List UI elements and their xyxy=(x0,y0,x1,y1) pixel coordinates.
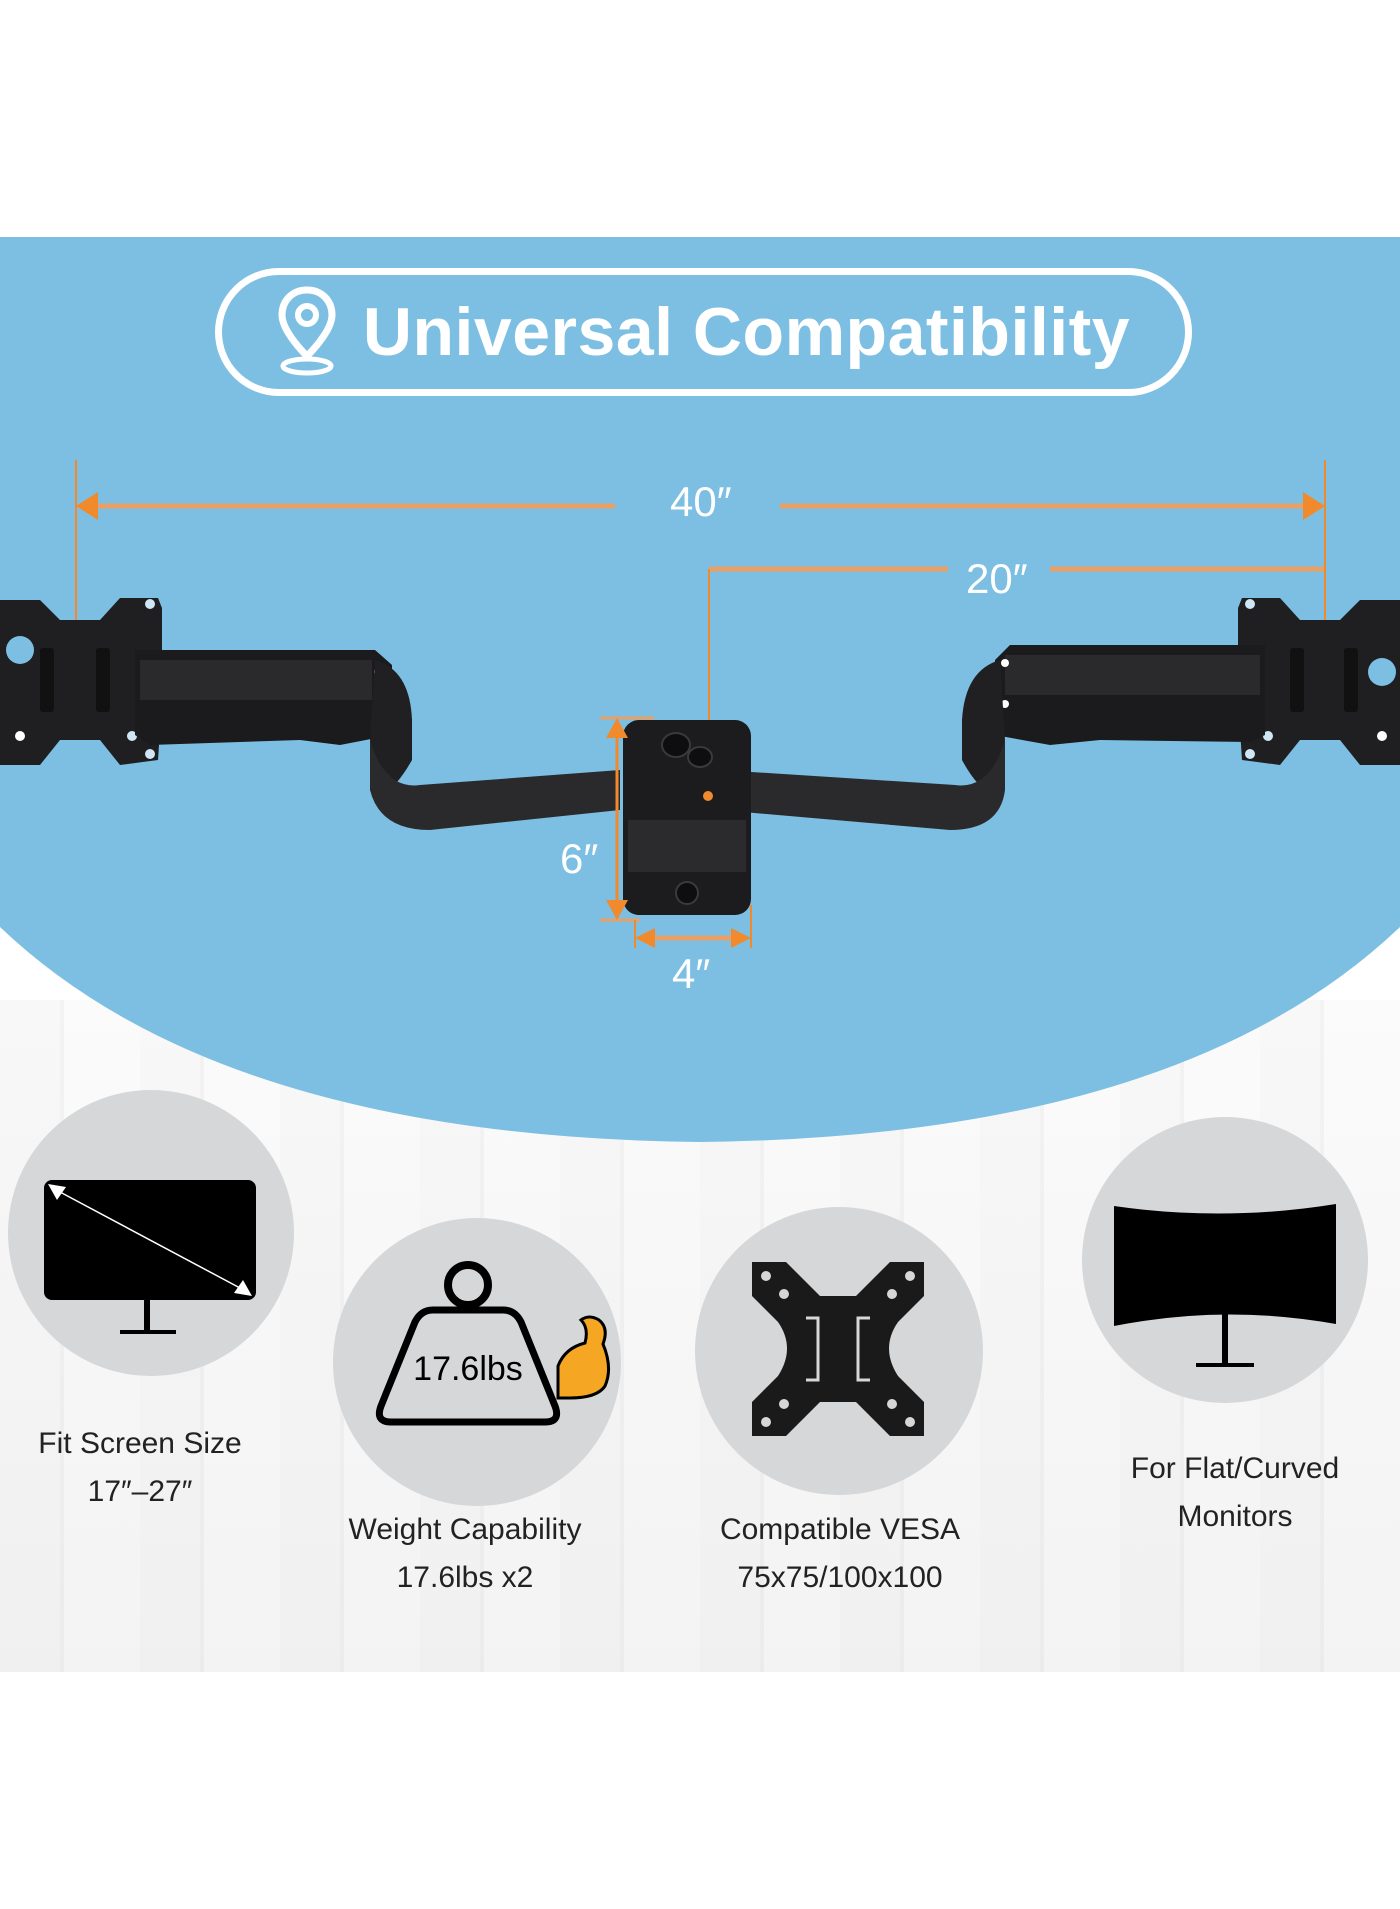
feature-value: 17.6lbs x2 xyxy=(396,1561,534,1594)
wall-plate xyxy=(623,720,751,915)
left-vesa-plate xyxy=(0,598,162,765)
feature-label: Fit Screen Size xyxy=(38,1427,242,1460)
dimension-arm-reach: 20″ xyxy=(966,555,1028,602)
right-arm xyxy=(720,645,1265,830)
hero-blue-background xyxy=(0,237,1400,1142)
feature-label: For Flat/Curved xyxy=(1130,1452,1340,1485)
vesa-plate-icon xyxy=(752,1262,924,1436)
hero-section xyxy=(0,237,1400,1142)
weight-muscle-icon xyxy=(375,1261,610,1426)
curved-monitor-icon xyxy=(1114,1204,1336,1367)
weight-badge-text: 17.6lbs xyxy=(413,1350,523,1388)
page-title: Universal Compatibility xyxy=(362,294,1131,370)
feature-value: 17″–27″ xyxy=(87,1475,193,1508)
title-badge: Universal Compatibility xyxy=(215,268,1192,396)
dimension-total-span: 40″ xyxy=(670,478,732,525)
location-pin-icon xyxy=(278,286,336,376)
right-vesa-plate xyxy=(1238,598,1400,765)
dimension-plate-height: 6″ xyxy=(560,835,599,882)
dual-monitor-arm-illustration xyxy=(0,460,1400,948)
feature-value: Monitors xyxy=(1177,1500,1293,1533)
dimension-plate-width: 4″ xyxy=(672,950,711,997)
feature-label: Weight Capability xyxy=(348,1513,582,1546)
feature-value: 75x75/100x100 xyxy=(737,1561,943,1594)
feature-label: Compatible VESA xyxy=(719,1513,961,1546)
left-arm xyxy=(135,650,620,830)
monitor-diagonal-size-icon xyxy=(44,1180,256,1334)
